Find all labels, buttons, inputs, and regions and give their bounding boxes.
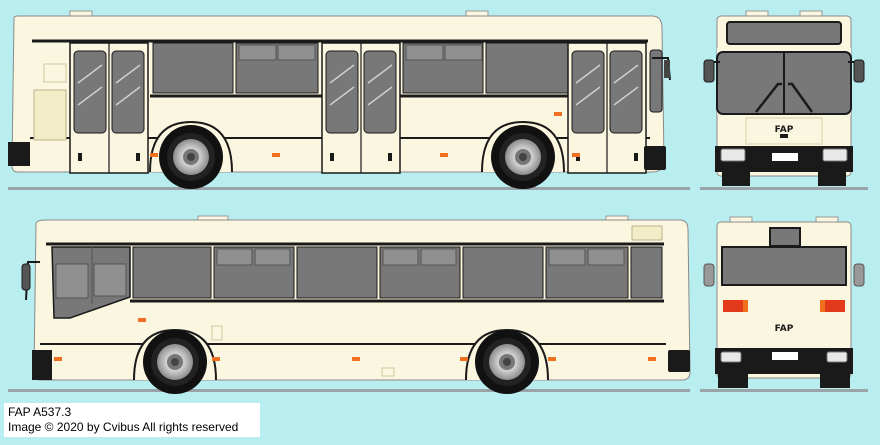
rear-logo: FAP — [775, 324, 794, 334]
ground-line — [700, 389, 868, 392]
image-caption: FAP A537.3 Image © 2020 by Cvibus All ri… — [4, 403, 260, 437]
ground-line — [8, 389, 690, 392]
side-view-left — [21, 215, 691, 394]
ground-line — [8, 187, 690, 190]
front-view: FAP — [703, 10, 865, 186]
ground-line — [700, 187, 868, 190]
model-label: FAP A537.3 — [8, 405, 72, 419]
front-logo: FAP — [775, 125, 794, 135]
rear-view: FAP — [703, 216, 865, 388]
side-view-right — [8, 10, 671, 189]
credit-label: Image © 2020 by Cvibus All rights reserv… — [8, 420, 239, 434]
